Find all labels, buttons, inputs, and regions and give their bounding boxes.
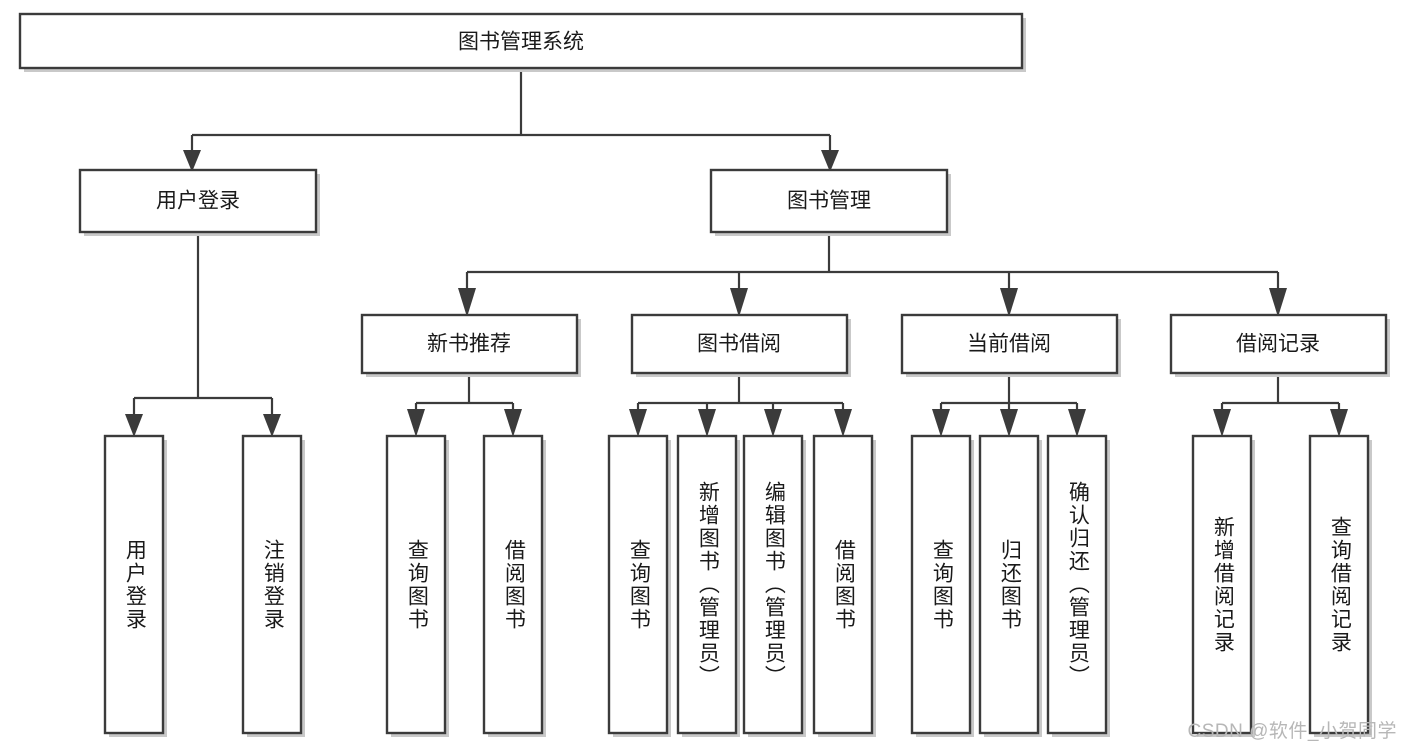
arrowhead-icon [1068, 409, 1086, 437]
leaf-node-book-borrow-2[interactable] [742, 434, 806, 737]
arrowhead-icon [821, 150, 839, 172]
leaf-node-current-borrow-1[interactable] [978, 434, 1042, 737]
leaf-node-user-login-0[interactable] [103, 434, 167, 737]
node-rect[interactable] [78, 168, 318, 234]
arrowhead-icon [1269, 288, 1287, 317]
watermark: CSDN @软件_小贺同学 [1187, 721, 1397, 742]
arrowhead-icon [263, 414, 281, 437]
node-rect[interactable] [1191, 434, 1253, 735]
node-book-borrow-label: 图书借阅 [697, 333, 781, 356]
arrowhead-icon [407, 409, 425, 437]
node-root[interactable]: 图书管理系统 [18, 12, 1026, 72]
node-rect[interactable] [910, 434, 972, 735]
node-rect[interactable] [241, 434, 303, 735]
node-rect[interactable] [676, 434, 738, 735]
node-rect[interactable] [482, 434, 544, 735]
node-rect[interactable] [607, 434, 669, 735]
arrowhead-icon [183, 150, 201, 172]
node-new-book-recommend[interactable]: 新书推荐 [360, 313, 581, 377]
leaf-node-borrow-record-0[interactable] [1191, 434, 1255, 737]
arrowhead-icon [504, 409, 522, 437]
arrowhead-icon [458, 288, 476, 317]
node-rect[interactable] [18, 12, 1024, 70]
node-rect[interactable] [1046, 434, 1108, 735]
node-rect[interactable] [709, 168, 949, 234]
leaf-node-book-borrow-0[interactable] [607, 434, 671, 737]
node-rect[interactable] [900, 313, 1119, 375]
leaf-node-book-borrow-3[interactable] [812, 434, 876, 737]
node-rect[interactable] [630, 313, 849, 375]
node-current-borrow[interactable]: 当前借阅 [900, 313, 1121, 377]
node-rect[interactable] [978, 434, 1040, 735]
node-rect[interactable] [742, 434, 804, 735]
leaf-node-current-borrow-0[interactable] [910, 434, 974, 737]
leaf-node-user-login-1[interactable] [241, 434, 305, 737]
node-root-label: 图书管理系统 [458, 31, 584, 54]
leaf-node-book-borrow-1[interactable] [676, 434, 740, 737]
node-new-book-recommend-label: 新书推荐 [427, 333, 511, 356]
node-book-borrow[interactable]: 图书借阅 [630, 313, 851, 377]
node-borrow-record[interactable]: 借阅记录 [1169, 313, 1390, 377]
arrowhead-icon [834, 409, 852, 437]
node-rect[interactable] [1169, 313, 1388, 375]
node-book-manage[interactable]: 图书管理 [709, 168, 951, 236]
arrowhead-icon [1213, 409, 1231, 437]
node-rect[interactable] [812, 434, 874, 735]
leaf-node-new-book-0[interactable] [385, 434, 449, 737]
node-user-login[interactable]: 用户登录 [78, 168, 320, 236]
node-rect[interactable] [1308, 434, 1370, 735]
node-rect[interactable] [360, 313, 579, 375]
node-rect[interactable] [385, 434, 447, 735]
node-book-manage-label: 图书管理 [787, 190, 871, 213]
node-borrow-record-label: 借阅记录 [1236, 333, 1320, 356]
arrowhead-icon [1330, 409, 1348, 437]
node-rect[interactable] [103, 434, 165, 735]
arrowhead-icon [1000, 409, 1018, 437]
arrowhead-icon [125, 414, 143, 437]
leaf-node-current-borrow-2[interactable] [1046, 434, 1110, 737]
arrowheads-layer [125, 150, 1348, 437]
node-current-borrow-label: 当前借阅 [967, 333, 1051, 356]
arrowhead-icon [764, 409, 782, 437]
arrowhead-icon [698, 409, 716, 437]
arrowhead-icon [932, 409, 950, 437]
leaf-node-borrow-record-1[interactable] [1308, 434, 1372, 737]
nodes-layer: 图书管理系统 用户登录 图书管理 新书推荐 [18, 12, 1390, 737]
arrowhead-icon [1000, 288, 1018, 317]
node-user-login-label: 用户登录 [156, 190, 240, 213]
arrowhead-icon [629, 409, 647, 437]
leaf-node-new-book-1[interactable] [482, 434, 546, 737]
arrowhead-icon [730, 288, 748, 317]
